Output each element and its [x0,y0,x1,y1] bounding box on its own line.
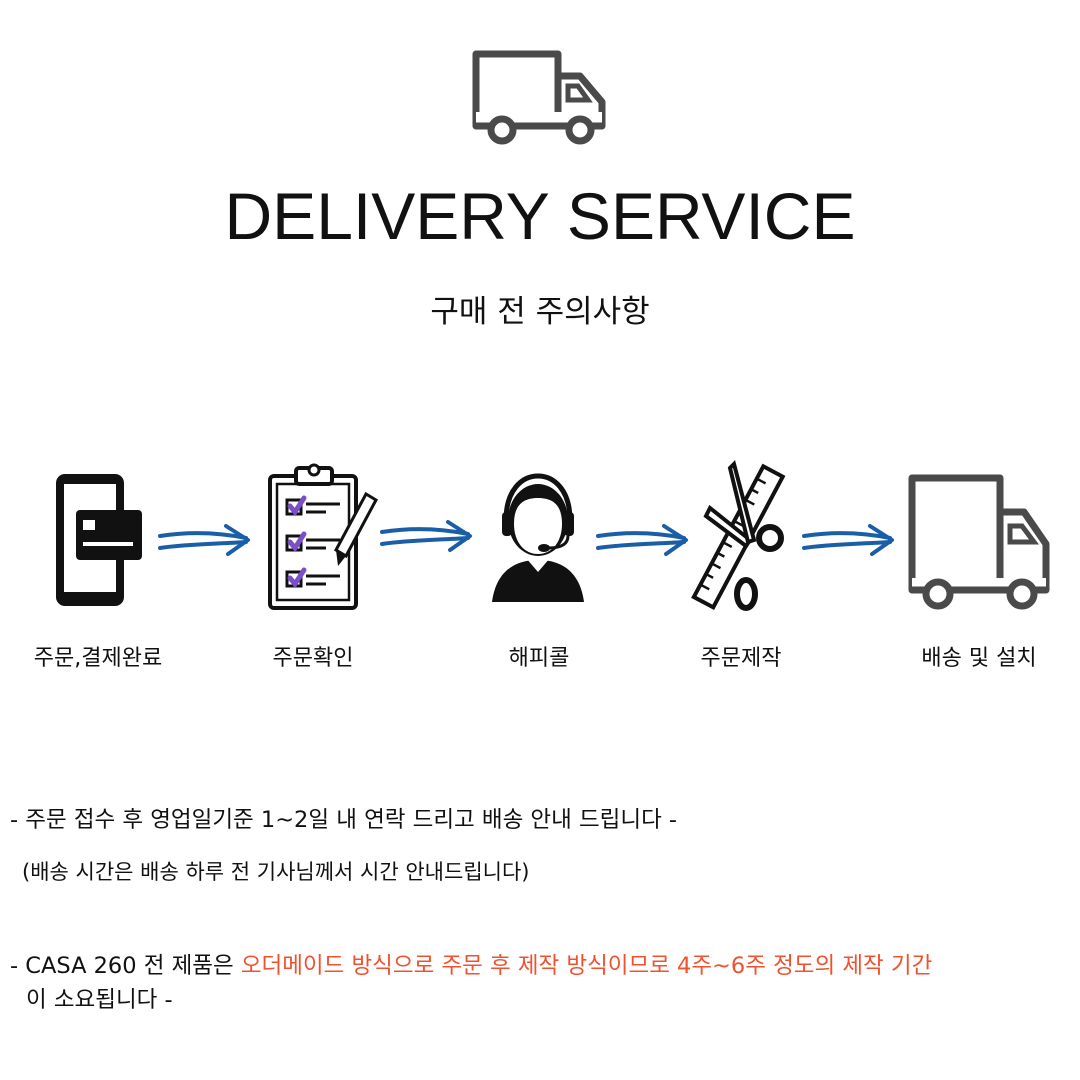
double-arrow-right-icon [158,524,250,556]
double-arrow-right-icon [802,524,894,556]
page-subtitle: 구매 전 주의사항 [430,294,650,330]
mobile-card-payment-icon [56,474,142,606]
headset-agent-icon [492,473,584,602]
delivery-truck-icon [472,50,606,145]
notice-contact-line: - 주문 접수 후 영업일기준 1~2일 내 연락 드리고 배송 안내 드립니다… [10,807,678,833]
double-arrow-right-icon [596,524,688,556]
page-title: DELIVERY SERVICE [224,179,856,253]
notice-production-highlight: 오더메이드 방식으로 주문 후 제작 방식이므로 4주~6주 정도의 제작 기간 [240,953,933,979]
scissors-ruler-icon [691,460,786,611]
notice-delivery-time-line: (배송 시간은 배송 하루 전 기사님께서 시간 안내드립니다) [22,860,530,884]
step-label-delivery-install: 배송 및 설치 [921,646,1037,671]
notice-production-prefix: - CASA 260 전 제품은 [10,953,241,979]
step-label-custom-making: 주문제작 [700,646,782,671]
clipboard-checklist-icon [268,463,378,610]
step-label-order-confirm: 주문확인 [272,646,354,671]
notice-production-line: - CASA 260 전 제품은 오더메이드 방식으로 주문 후 제작 방식이므… [10,948,932,980]
double-arrow-right-icon [380,520,472,552]
notice-production-end: 이 소요됩니다 - [26,987,173,1013]
delivery-truck-icon [908,474,1050,610]
step-label-happy-call: 해피콜 [508,646,570,671]
step-label-order-payment: 주문,결제완료 [33,646,163,671]
